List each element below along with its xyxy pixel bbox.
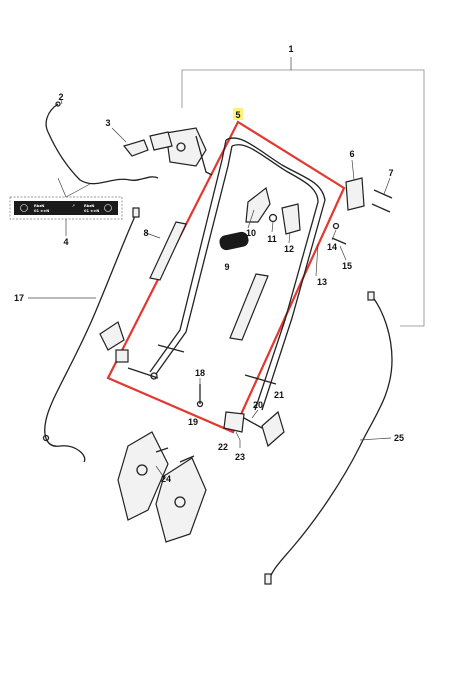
callout-8: 8 — [143, 228, 148, 238]
callout-20: 20 — [253, 400, 263, 410]
bracket-12 — [281, 203, 301, 235]
callout-25: 25 — [394, 433, 404, 443]
callout-19: 19 — [188, 417, 198, 427]
bracket-6 — [345, 177, 365, 211]
callout-15: 15 — [342, 261, 352, 271]
callout-22: 22 — [218, 442, 228, 452]
callout-14: 14 — [327, 242, 337, 252]
cover-part — [122, 139, 149, 157]
callout-12: 12 — [284, 244, 294, 254]
callout-6: 6 — [349, 149, 354, 159]
callout-5-highlight — [233, 108, 243, 120]
callout-4: 4 — [63, 237, 68, 247]
callout-11: 11 — [267, 234, 277, 244]
callout-9: 9 — [224, 262, 229, 272]
callout-1: 1 — [288, 44, 293, 54]
grip-8 — [149, 221, 187, 281]
cable-17 — [44, 213, 137, 463]
left-pivot — [99, 321, 159, 380]
decal-left-top-text: RbzN — [34, 204, 44, 208]
decal-right-bottom-text: 01 ±±N — [84, 209, 99, 213]
lever-10 — [245, 186, 271, 223]
decal-left-bottom-text: 01 ±±N — [34, 209, 49, 213]
callout-13: 13 — [317, 277, 327, 287]
grip-13 — [229, 273, 269, 341]
callout-21: 21 — [274, 390, 284, 400]
decal-right-top-text: RbzN — [84, 204, 94, 208]
decal-label: RbzN 01 ±±N ↗ RbzN 01 ±±N — [9, 177, 123, 236]
side-plates-24 — [117, 431, 207, 543]
bracket-22 — [223, 411, 245, 433]
callout-7: 7 — [388, 168, 393, 178]
knob-21 — [261, 410, 285, 448]
upper-handle — [149, 137, 326, 411]
assembly-bracket — [181, 57, 425, 327]
control-box — [149, 127, 213, 176]
nut-11 — [268, 213, 278, 223]
callout-3: 3 — [105, 118, 110, 128]
cable-25 — [267, 295, 393, 585]
callout-2: 2 — [58, 92, 63, 102]
callout-17: 17 — [14, 293, 24, 303]
callout-24: 24 — [161, 474, 171, 484]
knob-9 — [219, 231, 249, 251]
callout-23: 23 — [235, 452, 245, 462]
svg-text:↗: ↗ — [72, 204, 75, 208]
highlighted-handle-frame — [106, 120, 346, 434]
callout-10: 10 — [246, 228, 256, 238]
callout-5: 5 — [235, 110, 240, 120]
callout-18: 18 — [195, 368, 205, 378]
cable-harness — [45, 103, 159, 185]
